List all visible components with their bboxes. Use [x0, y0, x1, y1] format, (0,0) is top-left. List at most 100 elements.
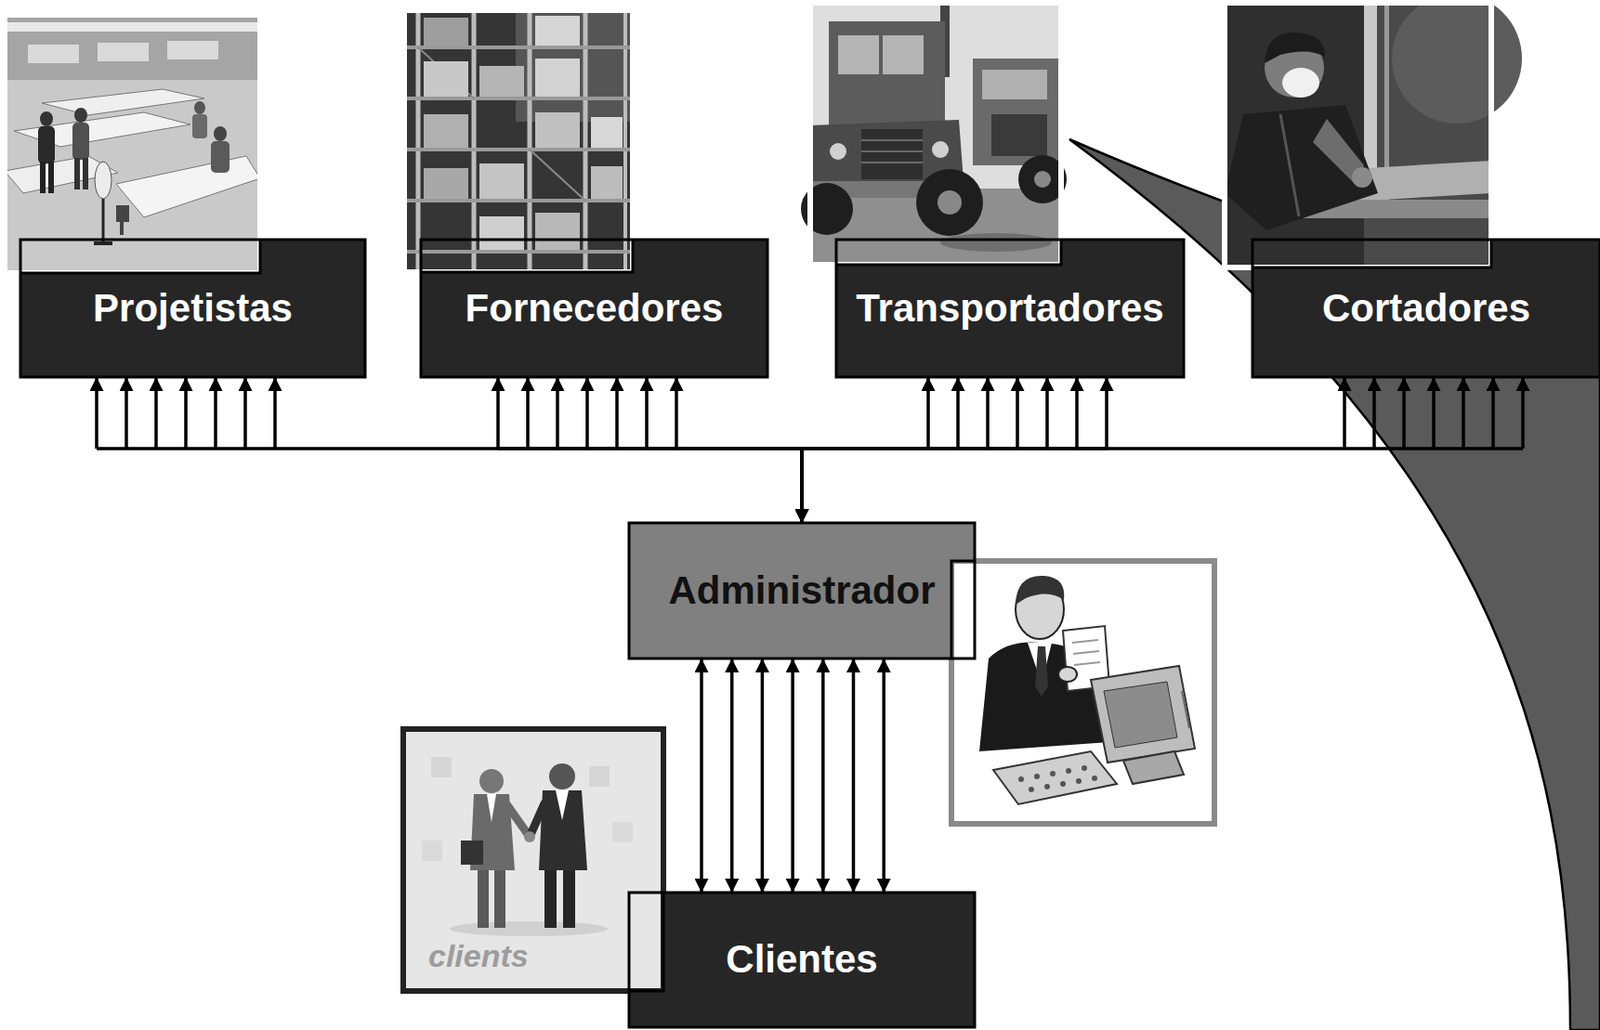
designers-photo: [4, 14, 261, 274]
warehouse-photo-part: [404, 45, 633, 50]
connector-line: [800, 448, 804, 524]
flow-connector: [801, 377, 1523, 524]
admin-clipart-part: [1103, 681, 1178, 748]
designers-photo-part: [194, 101, 206, 115]
connector-line: [821, 658, 826, 893]
cutter-photo-part: [1224, 2, 1492, 268]
designers-photo-part: [94, 161, 112, 199]
trucks-photo-part: [838, 35, 924, 75]
role-box-fill: [420, 239, 768, 378]
warehouse-photo-part: [404, 147, 633, 152]
connector-line: [615, 377, 619, 449]
box-label: Cortadores: [1322, 286, 1531, 331]
warehouse-photo-part: [535, 112, 580, 148]
trucks-photo-part: [878, 35, 883, 75]
warehouse-photo-part: [529, 149, 586, 201]
designers-photo-part: [4, 22, 261, 32]
warehouse-photo-part: [404, 96, 633, 101]
warehouse-photo-part: [479, 65, 525, 97]
trucks-photo-part: [829, 143, 847, 160]
connector-line: [956, 377, 960, 449]
warehouse-photo-part: [404, 10, 633, 273]
admin-clipart-part: [1091, 775, 1098, 782]
connector-line: [94, 377, 99, 449]
clients-photo-part: [612, 822, 633, 843]
designers-photo-part: [74, 157, 80, 190]
connector-line: [760, 658, 765, 893]
connector-line: [585, 377, 590, 449]
warehouse-photo-part: [423, 61, 469, 97]
trucks-photo-part: [972, 58, 1062, 166]
connector-line: [525, 377, 530, 449]
trucks-photo-part: [810, 2, 1062, 265]
warehouse-photo-part: [590, 117, 623, 148]
connector-line: [124, 377, 129, 449]
admin-clipart-part: [951, 561, 1215, 825]
connector-line: [96, 446, 802, 451]
admin-clipart-part: [1074, 662, 1101, 666]
admin-clipart-part: [1073, 651, 1100, 655]
designers-photo-part: [74, 107, 88, 123]
trucks-photo-part: [931, 141, 949, 158]
admin-clipart-part: [1181, 691, 1190, 729]
warehouse-photo-part: [535, 15, 580, 46]
clients-photo-part: [477, 866, 489, 929]
designers-photo-part: [72, 122, 90, 160]
role-box: Projetistas: [20, 239, 366, 378]
box-label: Administrador: [668, 568, 935, 614]
clients-photo-part: [589, 766, 610, 787]
admin-clipart-part: [1044, 784, 1050, 790]
connector-line: [801, 446, 1523, 451]
clients-photo-part: [486, 794, 497, 823]
trucks-photo: [800, 2, 1067, 265]
warehouse-photo: [404, 10, 633, 273]
warehouse-photo-part: [423, 114, 469, 148]
warehouse-photo-part: [535, 58, 580, 97]
warehouse-photo-part: [583, 10, 589, 273]
connector-line: [881, 658, 886, 893]
clients-photo-part: [563, 866, 576, 929]
connector-line: [790, 658, 795, 893]
connector-line: [1461, 377, 1466, 449]
connector-line: [273, 377, 277, 449]
role-box-fill: [20, 239, 366, 378]
cutter-photo-part: [1224, 104, 1378, 231]
cutter-photo-part: [1282, 67, 1320, 98]
clients-photo-part: [460, 840, 484, 866]
admin-box-fill: [629, 523, 975, 659]
connector-line: [183, 377, 188, 449]
clients-photo-part: [479, 769, 504, 794]
designers-photo-part: [39, 161, 46, 194]
admin-clipart: [951, 561, 1215, 825]
connector-line: [1104, 377, 1109, 449]
designers-photo-part: [213, 126, 227, 142]
warehouse-photo-part: [527, 10, 533, 273]
warehouse-photo-part: [472, 10, 477, 273]
designers-photo-part: [82, 157, 89, 190]
trucks-photo-part: [828, 21, 945, 126]
admin-clipart-part: [1060, 781, 1066, 787]
designers-photo-part: [93, 241, 113, 246]
clients-photo-part: [431, 757, 452, 778]
designers-photo-part: [210, 141, 230, 173]
connector-line: [1491, 377, 1496, 449]
cutter-photo: [1224, 0, 1522, 268]
clients-photo-part: [507, 805, 530, 838]
connector-line: [800, 448, 804, 524]
designers-photo-part: [41, 89, 205, 116]
trucks-photo-part: [1034, 170, 1051, 188]
connector-line: [154, 377, 158, 449]
admin-box: Administrador: [629, 523, 975, 659]
connector-line: [644, 377, 649, 449]
watermark-text: clients: [428, 938, 529, 975]
client-box: Clientes: [629, 892, 975, 1028]
connector-line: [1075, 377, 1079, 449]
cutter-photo-part: [1264, 32, 1325, 64]
clients-photo-part: [524, 831, 536, 843]
cutter-photo-part: [1391, 0, 1522, 124]
connector-line: [800, 448, 804, 524]
connector-line: [243, 377, 248, 449]
warehouse-photo-part: [590, 166, 623, 199]
connector-line: [926, 377, 931, 449]
trucks-photo-part: [991, 114, 1048, 157]
